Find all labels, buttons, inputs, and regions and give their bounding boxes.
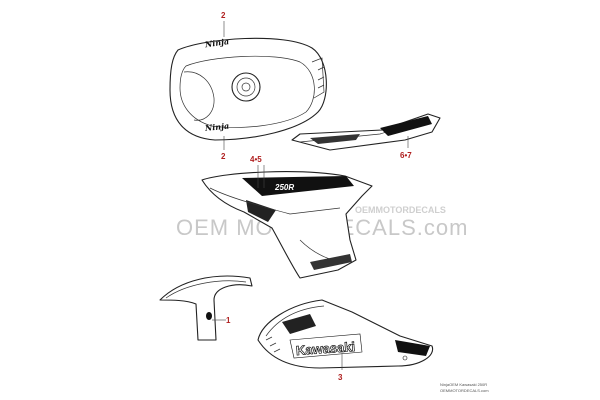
fuel-tank: Ninja Ninja — [169, 36, 327, 141]
fuel-cap-icon — [231, 72, 261, 102]
callout-6-7-label: 6•7 — [400, 151, 412, 160]
belly-brand-decal: Kawasaki — [295, 339, 355, 358]
footer-line-1: NinjaOEM Kawasaki 250R — [440, 382, 487, 387]
watermark-stripe-text: OEMMOTORDECALS — [355, 205, 446, 215]
tail-decal — [380, 116, 432, 136]
callout-2-bottom: 2 — [221, 136, 226, 161]
callout-4-5-label: 4•5 — [250, 155, 262, 164]
callout-3-label: 3 — [338, 373, 343, 382]
callout-1-label: 1 — [226, 316, 231, 325]
front-fender: 1 — [159, 275, 253, 341]
tank-decal-bottom: Ninja — [203, 121, 229, 134]
footer-credit: NinjaOEM Kawasaki 250R OEMMOTORDECALS.co… — [440, 382, 489, 393]
footer-line-2: OEMMOTORDECALS.com — [440, 388, 489, 393]
callout-2-top-label: 2 — [221, 11, 226, 20]
tank-decal-top: Ninja — [203, 36, 229, 49]
fairing-model-decal: 250R — [274, 183, 294, 192]
belly-pan: Kawasaki 3 — [257, 299, 434, 382]
side-fairing: 250R 4•5 — [201, 155, 373, 279]
tail-cowl: 6•7 — [291, 113, 441, 160]
callout-2-bottom-label: 2 — [221, 152, 226, 161]
callout-2-top: 2 — [221, 11, 226, 37]
fairing-stripe — [242, 176, 354, 196]
